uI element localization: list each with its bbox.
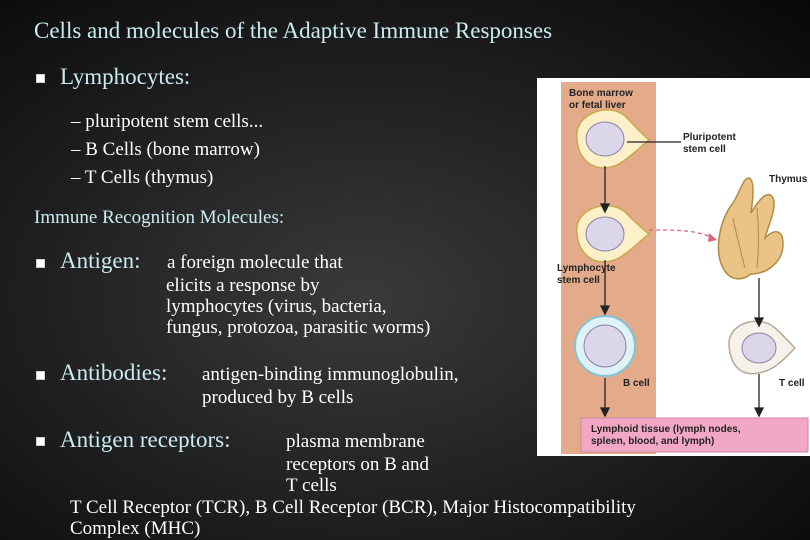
t-cell-icon	[728, 320, 797, 375]
antibodies-definition: antigen-binding immunoglobulin,	[202, 364, 459, 385]
recognition-heading: Immune Recognition Molecules:	[34, 207, 285, 228]
receptor-list: Complex (MHC)	[70, 518, 201, 539]
lymphoid-tissue-label: Lymphoid tissue (lymph nodes,	[591, 424, 741, 435]
antigen-definition: elicits a response by	[166, 275, 320, 296]
b-cell-label: B cell	[623, 378, 650, 389]
lymphoid-tissue-box	[580, 417, 809, 453]
arrows	[599, 141, 765, 418]
receptors-definition: plasma membrane	[286, 431, 425, 452]
lymphocyte-stem-cell-icon	[576, 204, 651, 263]
bone-marrow-label: Bone marrow	[569, 88, 633, 99]
lymphocytes-heading: Lymphocytes:	[60, 64, 191, 89]
receptors-definition: T cells	[286, 475, 337, 496]
lymphocyte-item: – B Cells (bone marrow)	[71, 139, 260, 160]
b-cell-icon	[574, 315, 636, 377]
bullet-icon	[36, 74, 45, 83]
bullet-icon	[36, 437, 45, 446]
antigen-definition: a foreign molecule that	[167, 252, 343, 273]
receptor-list: T Cell Receptor (TCR), B Cell Receptor (…	[70, 497, 636, 518]
lymphocyte-label: stem cell	[557, 275, 600, 286]
thymus-icon	[717, 177, 784, 280]
migration-arrow	[648, 229, 717, 242]
receptors-definition: receptors on B and	[286, 454, 429, 475]
antigen-definition: lymphocytes (virus, bacteria,	[166, 296, 387, 317]
antibodies-definition: produced by B cells	[202, 387, 354, 408]
bullet-icon	[36, 259, 45, 268]
antigen-definition: fungus, protozoa, parasitic worms)	[166, 317, 431, 338]
antibodies-term: Antibodies:	[60, 360, 168, 385]
lymphocyte-label: Lymphocyte	[557, 263, 616, 274]
bone-marrow-label: or fetal liver	[569, 100, 626, 111]
pluripotent-stem-cell-icon	[576, 109, 651, 169]
lymphocyte-item: – T Cells (thymus)	[71, 167, 214, 188]
lymphoid-tissue-label: spleen, blood, and lymph)	[591, 436, 714, 447]
pluripotent-label: stem cell	[683, 144, 726, 155]
lymphocyte-item: – pluripotent stem cells...	[71, 111, 264, 132]
thymus-label: Thymus	[769, 174, 808, 185]
slide-title: Cells and molecules of the Adaptive Immu…	[34, 18, 553, 43]
antigen-receptors-term: Antigen receptors:	[60, 427, 231, 452]
pluripotent-label: Pluripotent	[683, 132, 736, 143]
antigen-term: Antigen:	[60, 248, 141, 273]
lymphocyte-development-figure: Bone marrow or fetal liver Pluripotent s…	[537, 78, 810, 456]
bullet-icon	[36, 371, 45, 380]
t-cell-label: T cell	[779, 378, 805, 389]
